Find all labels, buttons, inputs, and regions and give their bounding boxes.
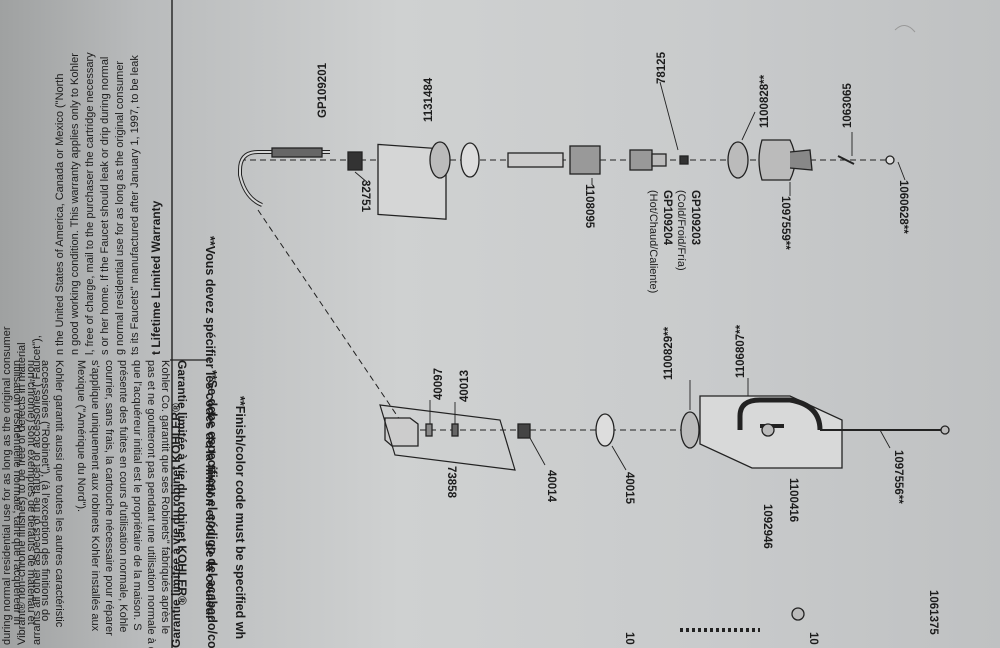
warranty-fr-line: courrier, sans frais, la cartouche néces… bbox=[103, 360, 115, 636]
label-gp109201: GP109201 bbox=[317, 62, 329, 118]
cartridge bbox=[629, 149, 653, 171]
label-73858: 73858 bbox=[445, 466, 457, 499]
warranty-en-line: arrants all other aspects of the faucet … bbox=[31, 335, 43, 645]
label-gp109203: GP109203 bbox=[689, 190, 701, 245]
gasket-40015 bbox=[595, 413, 615, 447]
warranty-fr-line: Mexique ("Amérique du Nord"). bbox=[75, 360, 87, 512]
label-40097: 40097 bbox=[433, 368, 445, 400]
warranty-en-title: t Lifetime Limited Warranty bbox=[149, 200, 163, 355]
warranty-english-block: t Lifetime Limited Warranty ts its Fauce… bbox=[1, 52, 163, 645]
warranty-fr-line: non-chrome) sont exemptes de défauts de … bbox=[25, 360, 37, 625]
warranty-fr-line: s'applique uniquement aux robinets Kohle… bbox=[89, 360, 101, 632]
label-40014: 40014 bbox=[545, 470, 557, 503]
warranty-fr-line: accessoires ("Robinet"), (à l'exception … bbox=[39, 360, 51, 621]
warranty-fr-line: Kohler Co. garantit que ses Robinets" fa… bbox=[159, 360, 171, 634]
threaded-body bbox=[569, 145, 601, 175]
spout-1100416 bbox=[737, 397, 823, 431]
escutcheon-1100828 bbox=[727, 141, 749, 179]
gasket-1131484 bbox=[429, 141, 451, 179]
warranty-en-line: n the United States of America, Canada o… bbox=[54, 74, 66, 355]
warranty-fr-line: pas et ne goutteront pas pendant une uti… bbox=[145, 360, 157, 648]
washer bbox=[460, 142, 480, 178]
label-1100416: 1100416 bbox=[787, 478, 799, 522]
mounting-bracket bbox=[379, 404, 516, 471]
label-1100829: 1100829** bbox=[663, 326, 675, 380]
supply-dash-line bbox=[257, 209, 401, 421]
warranty-fr-lines: Garantie limitée à vie du robinet KOHLER… bbox=[11, 360, 189, 648]
label-1063065: 1063065 bbox=[842, 83, 854, 128]
label-1092946: 1092946 bbox=[761, 504, 773, 549]
warranty-en-line: s or her home. If the Faucet should leak… bbox=[99, 57, 111, 355]
washer-40097 bbox=[425, 423, 433, 437]
partial-part bbox=[791, 607, 805, 621]
warranty-en-line: Vibrant® non-chrome finishes) to be free… bbox=[16, 342, 28, 645]
valve-shank bbox=[507, 152, 564, 168]
warranty-fr-line: que l'acquéreur initial est le propriéta… bbox=[131, 360, 143, 631]
aerator bbox=[761, 423, 775, 437]
handle-lever bbox=[789, 149, 813, 171]
lift-rod-knob bbox=[940, 425, 950, 435]
label-40013: 40013 bbox=[459, 370, 471, 402]
cap-1060628 bbox=[885, 155, 895, 165]
mounting-plate bbox=[377, 143, 447, 220]
warranty-en-line: ts its Faucets" manufactured after Janua… bbox=[129, 55, 141, 355]
leader-32751 bbox=[354, 171, 369, 184]
note-english: **Finish/color code must be specified wh bbox=[233, 396, 247, 639]
finish-code-notes: **Vous devez spécifier les codes de la f… bbox=[203, 236, 247, 648]
label-32751: 32751 bbox=[359, 180, 371, 213]
warranty-fr-title: Garantie limitée à vie du robinet KOHLER… bbox=[169, 403, 183, 648]
escutcheon-1100829 bbox=[680, 411, 700, 449]
label-1097556: 1097556** bbox=[892, 450, 904, 504]
warranty-fr-line: présente des fuites en cours d'utilisati… bbox=[117, 360, 129, 632]
warranty-en-line: during normal residential use for as lon… bbox=[1, 326, 13, 645]
warranty-en-line: n good working condition. This warranty … bbox=[69, 53, 81, 355]
leader-40014 bbox=[529, 437, 546, 466]
label-1131484: 1131484 bbox=[423, 77, 435, 122]
label-gp109203-desc: (Cold/Froid/Fría) bbox=[675, 190, 687, 271]
note-spanish: **Se debe especificar el código del acab… bbox=[205, 370, 219, 648]
cartridge-stem bbox=[651, 153, 667, 167]
tee-fitting-73858 bbox=[384, 417, 419, 447]
leader-40015 bbox=[611, 445, 627, 471]
label-78125: 78125 bbox=[656, 51, 668, 84]
warranty-fr-line: utilisation résidentielle normale, tant … bbox=[11, 360, 23, 625]
leader-1097556 bbox=[879, 429, 891, 449]
warranty-fr-heading: Garantie limitée à vie du robinet KOHLER… bbox=[175, 360, 189, 605]
warranty-french-block: Garantie limitée à vie du robinet KOHLER… bbox=[169, 403, 183, 648]
background-mark bbox=[894, 25, 916, 33]
part-labels: 1063065 1100828** 78125 1131484 GP109201… bbox=[317, 51, 939, 644]
leader-1100828 bbox=[741, 111, 756, 141]
screw-1063065 bbox=[837, 155, 855, 165]
o-ring bbox=[679, 155, 689, 165]
locknut-32751 bbox=[347, 151, 363, 171]
label-gp109204-desc: (Hot/Chaud/Caliente) bbox=[647, 190, 659, 293]
label-1097559: 1097559** bbox=[779, 196, 791, 250]
label-1108095: 1108095 bbox=[583, 184, 595, 229]
handle-1097559 bbox=[758, 139, 796, 181]
leader-1060628 bbox=[897, 161, 906, 181]
label-gp109204: GP109204 bbox=[661, 190, 673, 246]
label-1106807: 1106807** bbox=[735, 324, 747, 378]
label-1061375: 1061375 bbox=[927, 590, 939, 635]
label-partial-10-b: 10 bbox=[623, 632, 635, 645]
label-partial-10-a: 10 bbox=[807, 632, 819, 645]
washer-40013 bbox=[451, 423, 459, 437]
warranty-fr-line: Kohler garantit aussi que toutes les aut… bbox=[53, 360, 65, 628]
flex-supply-hose-inner bbox=[239, 151, 330, 206]
hose-braid bbox=[271, 147, 323, 158]
leader-78125 bbox=[659, 81, 679, 151]
note-french: **Vous devez spécifier les codes de la f… bbox=[203, 236, 217, 620]
warranty-en-line: l, free of charge, mail to the purchaser… bbox=[84, 52, 96, 355]
label-1100828: 1100828** bbox=[759, 74, 771, 128]
warranty-en-line: g normal residential use for as long as … bbox=[114, 61, 126, 355]
label-1060628: 1060628** bbox=[897, 180, 909, 234]
nut-40014 bbox=[517, 423, 531, 439]
label-40015: 40015 bbox=[623, 472, 635, 505]
